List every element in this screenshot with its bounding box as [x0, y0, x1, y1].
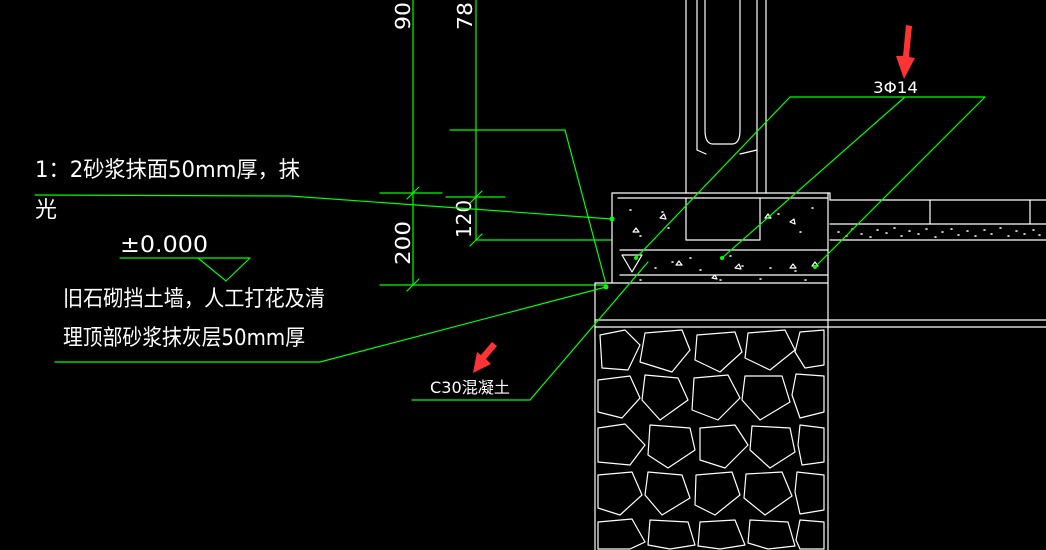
rubble-stone: [597, 471, 643, 516]
rubble-stone: [647, 519, 696, 550]
leader-end-dot: [609, 216, 615, 222]
dimension-text: 78: [453, 2, 477, 30]
dimension-tick: [406, 278, 420, 292]
rubble-stone: [644, 471, 691, 516]
rubble-stone: [694, 331, 743, 373]
leader-lines: [34, 96, 986, 401]
rubble-stone: [599, 329, 641, 371]
note-retaining-wall-line2: 理顶部砂浆抹灰层50mm厚: [63, 326, 305, 351]
leader-retaining-wall: [54, 286, 607, 363]
rubble-stone: [691, 374, 741, 421]
note-mortar-finish-line1: 1：2砂浆抹面50mm厚，抹: [35, 158, 300, 183]
rubble-stone: [639, 329, 691, 373]
note-concrete-grade: C30混凝土: [430, 378, 510, 397]
elevation-symbol: [119, 257, 251, 282]
rubble-stone: [697, 519, 746, 550]
rubble-stone: [795, 519, 825, 550]
leader-mortar-finish: [34, 194, 613, 220]
rubble-stone: [749, 425, 796, 469]
rubble-stone: [647, 424, 696, 469]
rubble-stone: [741, 375, 791, 421]
dimension-tick: [469, 233, 483, 247]
rubble-stone: [747, 519, 796, 550]
concrete-hatch: [629, 207, 814, 281]
dimension-text: 200: [391, 221, 415, 265]
note-retaining-wall-line1: 旧石砌挡土墙，人工打花及清: [63, 287, 325, 312]
rubble-stone: [743, 471, 793, 516]
rubble-stone: [794, 471, 825, 515]
note-mortar-finish-line2: 光: [35, 198, 57, 223]
rubble-stone: [694, 471, 741, 516]
level-triangle: [621, 254, 643, 273]
dimension-text: 120: [452, 200, 476, 238]
dimension-text: 90: [391, 2, 415, 30]
rubble-stone: [641, 374, 689, 421]
dimension-lines: [379, 0, 613, 292]
rebar-dot: [813, 265, 817, 269]
rubble-stone: [597, 375, 641, 419]
rubble-stone-wall: [594, 282, 829, 550]
red-arrow-marker: [473, 342, 497, 373]
dimension-tick: [469, 190, 483, 204]
rubble-stone: [744, 329, 796, 371]
concrete-cap: [611, 192, 831, 550]
rubble-stone: [597, 423, 646, 466]
leader-cap-corner: [449, 129, 607, 285]
post-profile: [696, 149, 758, 155]
post-slot: [704, 0, 741, 145]
elevation-label: ±0.000: [120, 233, 208, 258]
leader-concrete: [411, 261, 649, 401]
note-rebar-spec: 3Φ14: [873, 78, 918, 97]
leader-rebar: [635, 96, 986, 268]
rubble-stone: [597, 518, 646, 550]
dimension-tick: [406, 186, 420, 200]
rebar-dot: [720, 256, 724, 260]
rubble-stone: [791, 373, 825, 419]
post-embedment: [685, 197, 761, 241]
cap-outline: [611, 192, 831, 284]
rebar-dot: [634, 256, 638, 260]
rubble-stone: [797, 424, 825, 466]
rubble-stone: [794, 329, 825, 369]
rubble-stone: [699, 424, 749, 469]
red-arrow-marker: [896, 25, 915, 79]
paving: [594, 199, 1046, 328]
leader-end-dot: [603, 284, 609, 290]
railing-post: [685, 0, 767, 194]
